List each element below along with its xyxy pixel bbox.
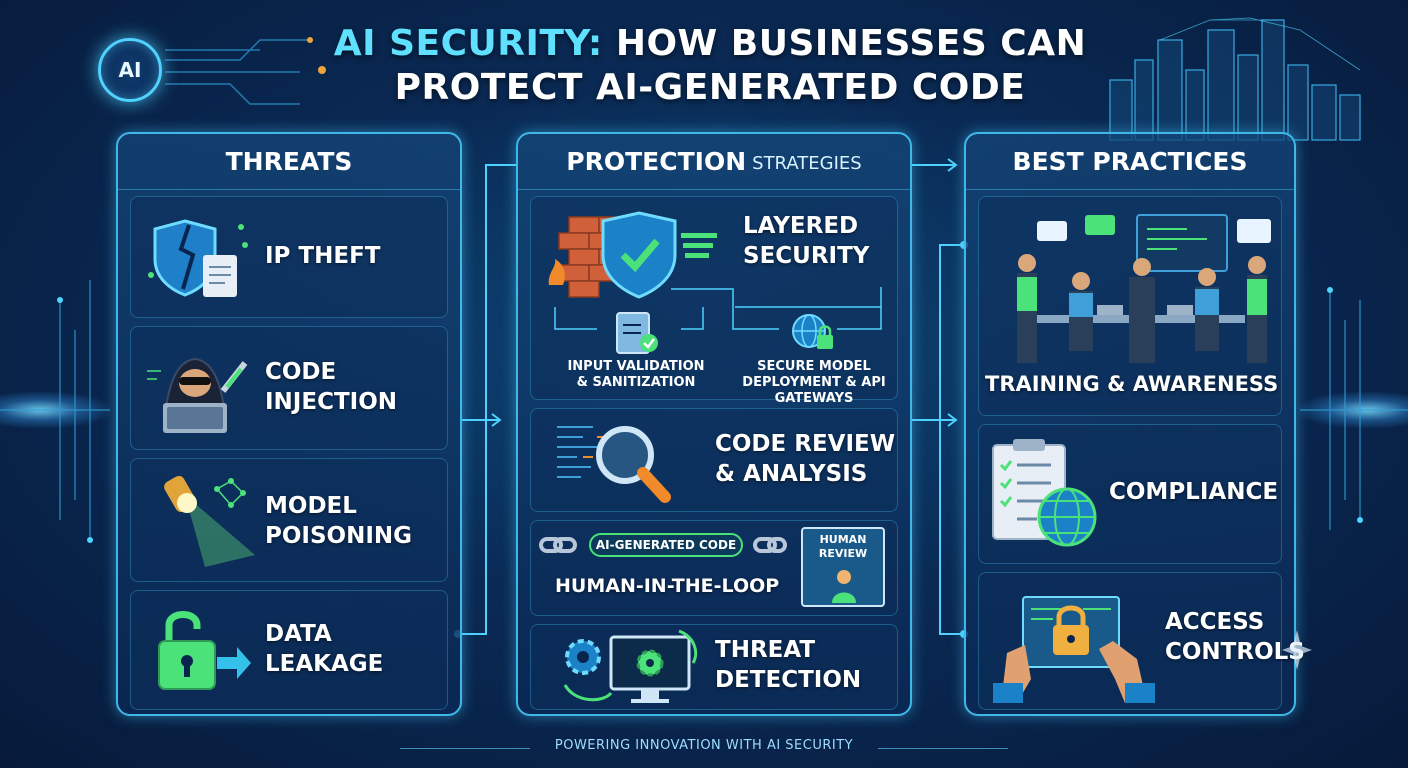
protection-heading-main: PROTECTION xyxy=(566,147,747,176)
spotlight-icon xyxy=(164,475,255,567)
layered-security-label-1: LAYERED xyxy=(743,213,859,239)
footer-line-left xyxy=(400,748,530,749)
threat-model-poisoning-label-2: POISONING xyxy=(265,523,413,549)
access-controls-label-1: ACCESS xyxy=(1165,609,1265,635)
sparkle-icon xyxy=(1282,630,1312,670)
threat-code-injection: CODE INJECTION xyxy=(130,326,448,450)
practice-access-controls: ACCESS CONTROLS xyxy=(978,572,1305,710)
threats-panel: THREATS IP THEFT CODE INJECTION xyxy=(116,132,462,716)
clipboard-check-icon xyxy=(616,312,658,354)
title-rest: HOW BUSINESSES CAN PROTECT AI-GENERATED … xyxy=(394,23,1087,108)
checklist-globe-icon xyxy=(992,439,1097,547)
threat-ip-theft: IP THEFT xyxy=(130,196,448,318)
protection-heading: PROTECTION STRATEGIES xyxy=(518,134,910,190)
human-review-box: HUMAN REVIEW xyxy=(801,527,885,607)
input-validation-line-2: & SANITIZATION xyxy=(576,375,696,390)
human-in-the-loop-block: AI-GENERATED CODE HUMAN-IN-THE-LOOP HUMA… xyxy=(530,520,898,616)
threat-code-injection-label-1: CODE xyxy=(265,359,337,385)
layered-security-label-2: SECURITY xyxy=(743,243,870,269)
protection-panel: PROTECTION STRATEGIES LAYERED SECURITY xyxy=(516,132,912,716)
practice-compliance: COMPLIANCE xyxy=(978,424,1282,564)
team-meeting-icon xyxy=(1017,214,1271,363)
threat-data-leakage-label-1: DATA xyxy=(265,621,332,647)
magnifier-code-icon xyxy=(557,426,671,503)
threat-detection-label-2: DETECTION xyxy=(715,667,862,693)
globe-gear-lock-icon xyxy=(792,314,833,349)
footer-tagline: POWERING INNOVATION WITH AI SECURITY xyxy=(554,738,854,753)
access-controls-label-2: CONTROLS xyxy=(1165,639,1305,665)
title-accent: AI SECURITY: xyxy=(333,23,603,64)
threat-detection-block: THREAT DETECTION xyxy=(530,624,898,710)
best-practices-heading: BEST PRACTICES xyxy=(966,134,1294,190)
person-icon xyxy=(832,570,856,603)
layered-flow-lines xyxy=(554,287,882,330)
threat-model-poisoning-label-1: MODEL xyxy=(265,493,357,519)
threat-code-injection-label-2: INJECTION xyxy=(265,389,398,415)
human-review-line-2: REVIEW xyxy=(818,547,868,560)
chain-link-icon xyxy=(539,537,787,553)
layered-security-block: LAYERED SECURITY INPUT VALIDATION & SANI… xyxy=(530,196,898,406)
human-in-the-loop-label: HUMAN-IN-THE-LOOP xyxy=(555,575,780,597)
threat-detection-label-1: THREAT xyxy=(715,637,816,663)
threat-model-poisoning: MODEL POISONING xyxy=(130,458,448,582)
firewall-shield-icon xyxy=(548,211,717,299)
threat-ip-theft-label: IP THEFT xyxy=(265,243,381,269)
broken-shield-icon xyxy=(148,219,248,297)
ai-generated-code-chip: AI-GENERATED CODE xyxy=(589,533,743,557)
code-review-block: CODE REVIEW & ANALYSIS xyxy=(530,408,898,512)
training-label: TRAINING & AWARENESS xyxy=(985,372,1279,396)
ai-badge: AI xyxy=(98,38,162,102)
page-title: AI SECURITY: HOW BUSINESSES CAN PROTECT … xyxy=(300,22,1120,110)
input-validation-line-1: INPUT VALIDATION xyxy=(567,359,705,374)
footer-line-right xyxy=(878,748,1008,749)
secure-model-line-1: SECURE MODEL xyxy=(757,359,871,374)
threats-heading: THREATS xyxy=(118,134,460,190)
threat-data-leakage-label-2: LEAKAGE xyxy=(265,651,384,677)
compliance-label: COMPLIANCE xyxy=(1109,479,1279,505)
practice-training: TRAINING & AWARENESS xyxy=(978,196,1282,416)
hacker-icon xyxy=(147,357,248,433)
secure-model-line-2: DEPLOYMENT & API GATEWAYS xyxy=(742,375,886,406)
human-review-line-1: HUMAN xyxy=(819,533,867,546)
protection-heading-small: STRATEGIES xyxy=(752,153,862,174)
monitor-gear-icon xyxy=(563,629,698,703)
hand-padlock-icon xyxy=(993,596,1155,703)
code-review-label-2: & ANALYSIS xyxy=(715,461,868,487)
code-review-label-1: CODE REVIEW xyxy=(715,431,896,457)
best-practices-panel: BEST PRACTICES TRAINING & AWARENESS xyxy=(964,132,1305,716)
threat-data-leakage: DATA LEAKAGE xyxy=(130,590,448,710)
unlocked-padlock-icon xyxy=(158,611,251,690)
